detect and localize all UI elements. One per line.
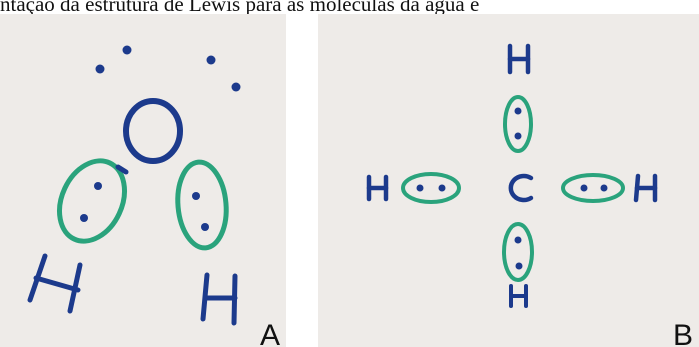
hydrogen-right [200,272,238,326]
right-bond-loop [175,159,229,251]
bond-electron [201,223,209,231]
panel-b-methane-lewis: C B [318,14,699,347]
bond-electron [514,107,522,115]
oxygen-lone-pairs [95,45,241,92]
lone-pair-electron [95,64,105,74]
bonding-electrons-a [80,182,209,231]
panel-b-drawing: C [366,43,658,308]
carbon-atom [508,173,534,203]
bottom-bond-loop [502,222,534,282]
bond-electron [80,214,88,222]
hydrogen-right [633,173,658,203]
left-bond-loop [57,158,127,244]
lone-pair-electron [231,82,241,92]
hydrogen-top [507,43,531,75]
lone-pair-electron [122,45,132,55]
right-bond-loop [561,173,625,203]
bond-electron [515,262,523,270]
bond-electron [94,182,102,190]
panel-a-water-lewis: O A [0,14,286,347]
left-bond-loop [401,172,461,204]
hydrogen-bottom [509,284,528,308]
lone-pair-electron [206,55,216,65]
top-bond-loop [503,95,533,153]
hydrogen-left [27,253,83,314]
o-bond-mark [115,164,129,175]
panel-a-drawing: O [27,45,241,326]
panel-a-label: A [259,319,280,347]
bond-electron [514,132,522,140]
bond-electron [416,184,424,192]
figure-caption: ntação da estrutura de Lewis para as mol… [0,0,480,16]
panel-b-label: B [672,319,693,347]
bond-electron [438,184,446,192]
bond-electron [514,236,522,244]
oxygen-atom-circle [123,98,183,164]
bond-electron [600,184,608,192]
bond-electron [580,184,588,192]
hydrogen-left [366,174,389,202]
bond-electron [192,192,200,200]
